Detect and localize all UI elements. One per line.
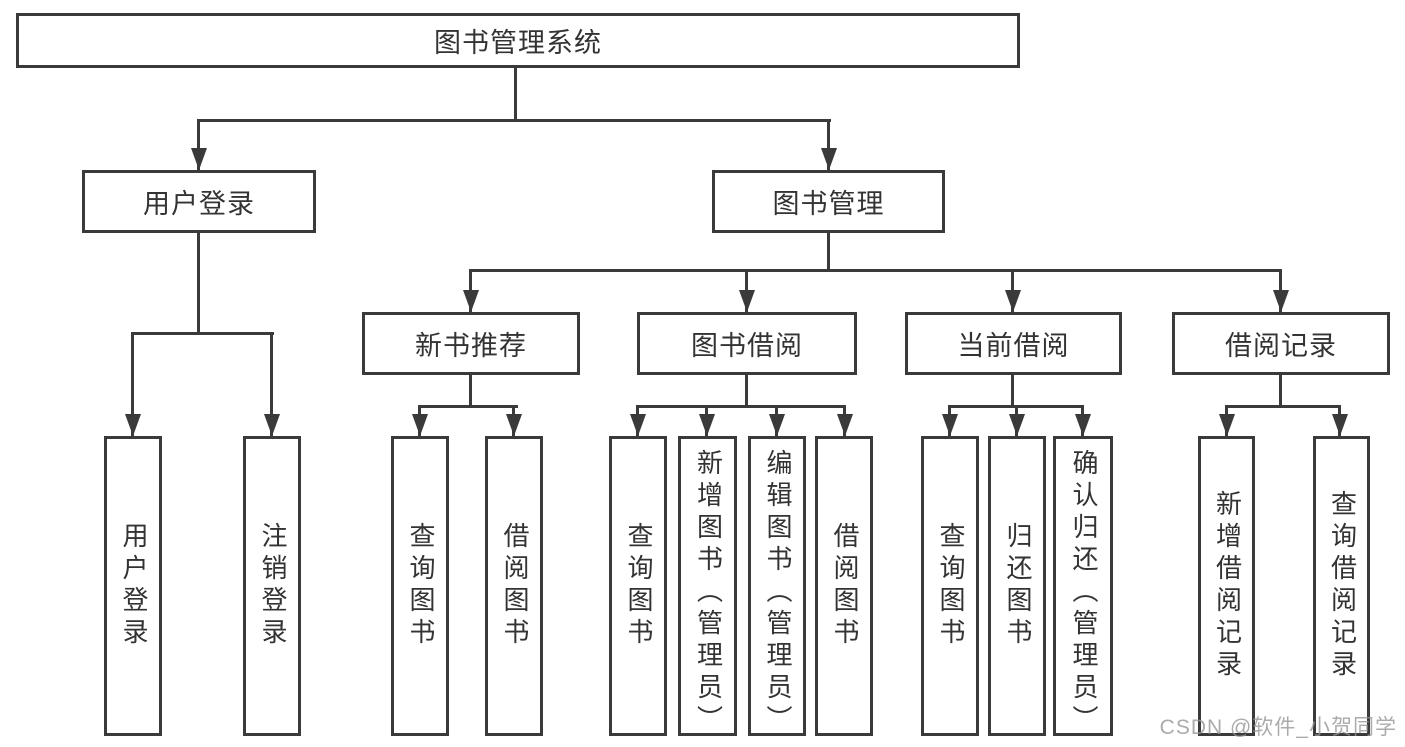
leaf-logout-login-label: 注销登录 [257, 522, 288, 650]
arrowhead-borrow-books-2 [837, 414, 853, 436]
connector-drop-user-login [197, 119, 200, 170]
leaf-add-book-admin-label: 新增图书（管理员） [693, 449, 724, 737]
connector-root-stem [514, 68, 517, 122]
leaf-edit-book-admin-label: 编辑图书（管理员） [762, 449, 793, 737]
connector-drop-leaf-user-login [131, 332, 134, 436]
node-new-book-recommend-label: 新书推荐 [415, 331, 527, 361]
leaf-query-borrow-record-label: 查询借阅记录 [1327, 490, 1358, 682]
connector-root-hbar [197, 119, 831, 122]
leaf-borrow-books-1-label: 借阅图书 [499, 522, 530, 650]
arrowhead-book-borrowing [739, 290, 755, 312]
leaf-query-borrow-record: 查询借阅记录 [1313, 436, 1370, 736]
node-book-borrowing: 图书借阅 [637, 312, 857, 375]
leaf-add-borrow-record: 新增借阅记录 [1198, 436, 1255, 736]
node-new-book-recommend: 新书推荐 [362, 312, 580, 375]
leaf-return-books-label: 归还图书 [1002, 522, 1033, 650]
node-book-management-label: 图书管理 [772, 189, 885, 219]
leaf-borrow-books-2-label: 借阅图书 [829, 522, 860, 650]
leaf-add-book-admin: 新增图书（管理员） [678, 436, 737, 737]
arrowhead-confirm-return [1075, 414, 1091, 436]
connector-user-login-stem [197, 233, 200, 335]
arrowhead-query-books-2 [630, 414, 646, 436]
leaf-confirm-return-admin: 确认归还（管理员） [1053, 436, 1113, 737]
node-book-management: 图书管理 [712, 170, 945, 233]
connector-user-login-hbar [131, 332, 274, 335]
leaf-user-login-label: 用户登录 [118, 522, 149, 650]
arrowhead-edit-book [769, 414, 785, 436]
arrowhead-leaf-logout [264, 414, 280, 436]
connector-new-book-recommend-hbar [418, 405, 518, 408]
arrowhead-new-book-recommend [463, 290, 479, 312]
leaf-borrow-books-1: 借阅图书 [485, 436, 543, 736]
arrowhead-query-borrow-record [1332, 414, 1348, 436]
leaf-query-books-2: 查询图书 [609, 436, 667, 736]
leaf-edit-book-admin: 编辑图书（管理员） [748, 436, 806, 737]
arrowhead-add-borrow-record [1219, 414, 1235, 436]
arrowhead-query-books-3 [942, 414, 958, 436]
arrowhead-borrow-records [1273, 290, 1289, 312]
leaf-borrow-books-2: 借阅图书 [815, 436, 873, 736]
leaf-logout-login: 注销登录 [243, 436, 301, 736]
connector-borrow-records-hbar [1225, 405, 1341, 408]
connector-book-borrowing-hbar [636, 405, 846, 408]
leaf-query-books-1: 查询图书 [391, 436, 449, 736]
node-current-borrowing: 当前借阅 [905, 312, 1122, 375]
arrowhead-query-books-1 [412, 414, 428, 436]
node-user-login: 用户登录 [82, 170, 316, 233]
arrowhead-book-management [821, 148, 837, 170]
node-root-label: 图书管理系统 [434, 28, 602, 58]
connector-book-borrowing-stem [745, 375, 748, 408]
leaf-query-books-3-label: 查询图书 [935, 522, 966, 650]
node-borrow-records: 借阅记录 [1172, 312, 1390, 375]
leaf-query-books-1-label: 查询图书 [405, 522, 436, 650]
arrowhead-leaf-user-login [125, 414, 141, 436]
leaf-query-books-3: 查询图书 [921, 436, 979, 736]
connector-drop-leaf-logout [270, 332, 273, 436]
connector-current-borrowing-stem [1011, 375, 1014, 408]
arrowhead-user-login [191, 148, 207, 170]
leaf-query-books-2-label: 查询图书 [623, 522, 654, 650]
arrowhead-borrow-books-1 [506, 414, 522, 436]
arrowhead-return-books [1009, 414, 1025, 436]
connector-borrow-records-stem [1279, 375, 1282, 408]
node-user-login-label: 用户登录 [143, 189, 255, 219]
leaf-confirm-return-admin-label: 确认归还（管理员） [1068, 449, 1099, 737]
arrowhead-add-book [699, 414, 715, 436]
connector-drop-book-management [827, 119, 830, 170]
node-book-borrowing-label: 图书借阅 [691, 331, 803, 361]
leaf-return-books: 归还图书 [988, 436, 1046, 736]
connector-new-book-recommend-stem [469, 375, 472, 408]
leaf-user-login: 用户登录 [104, 436, 162, 736]
node-borrow-records-label: 借阅记录 [1225, 331, 1337, 361]
node-current-borrowing-label: 当前借阅 [957, 331, 1070, 361]
node-root: 图书管理系统 [16, 13, 1020, 68]
connector-book-management-stem [827, 233, 830, 272]
arrowhead-current-borrowing [1005, 290, 1021, 312]
leaf-add-borrow-record-label: 新增借阅记录 [1212, 490, 1243, 682]
connector-book-management-hbar [469, 269, 1282, 272]
